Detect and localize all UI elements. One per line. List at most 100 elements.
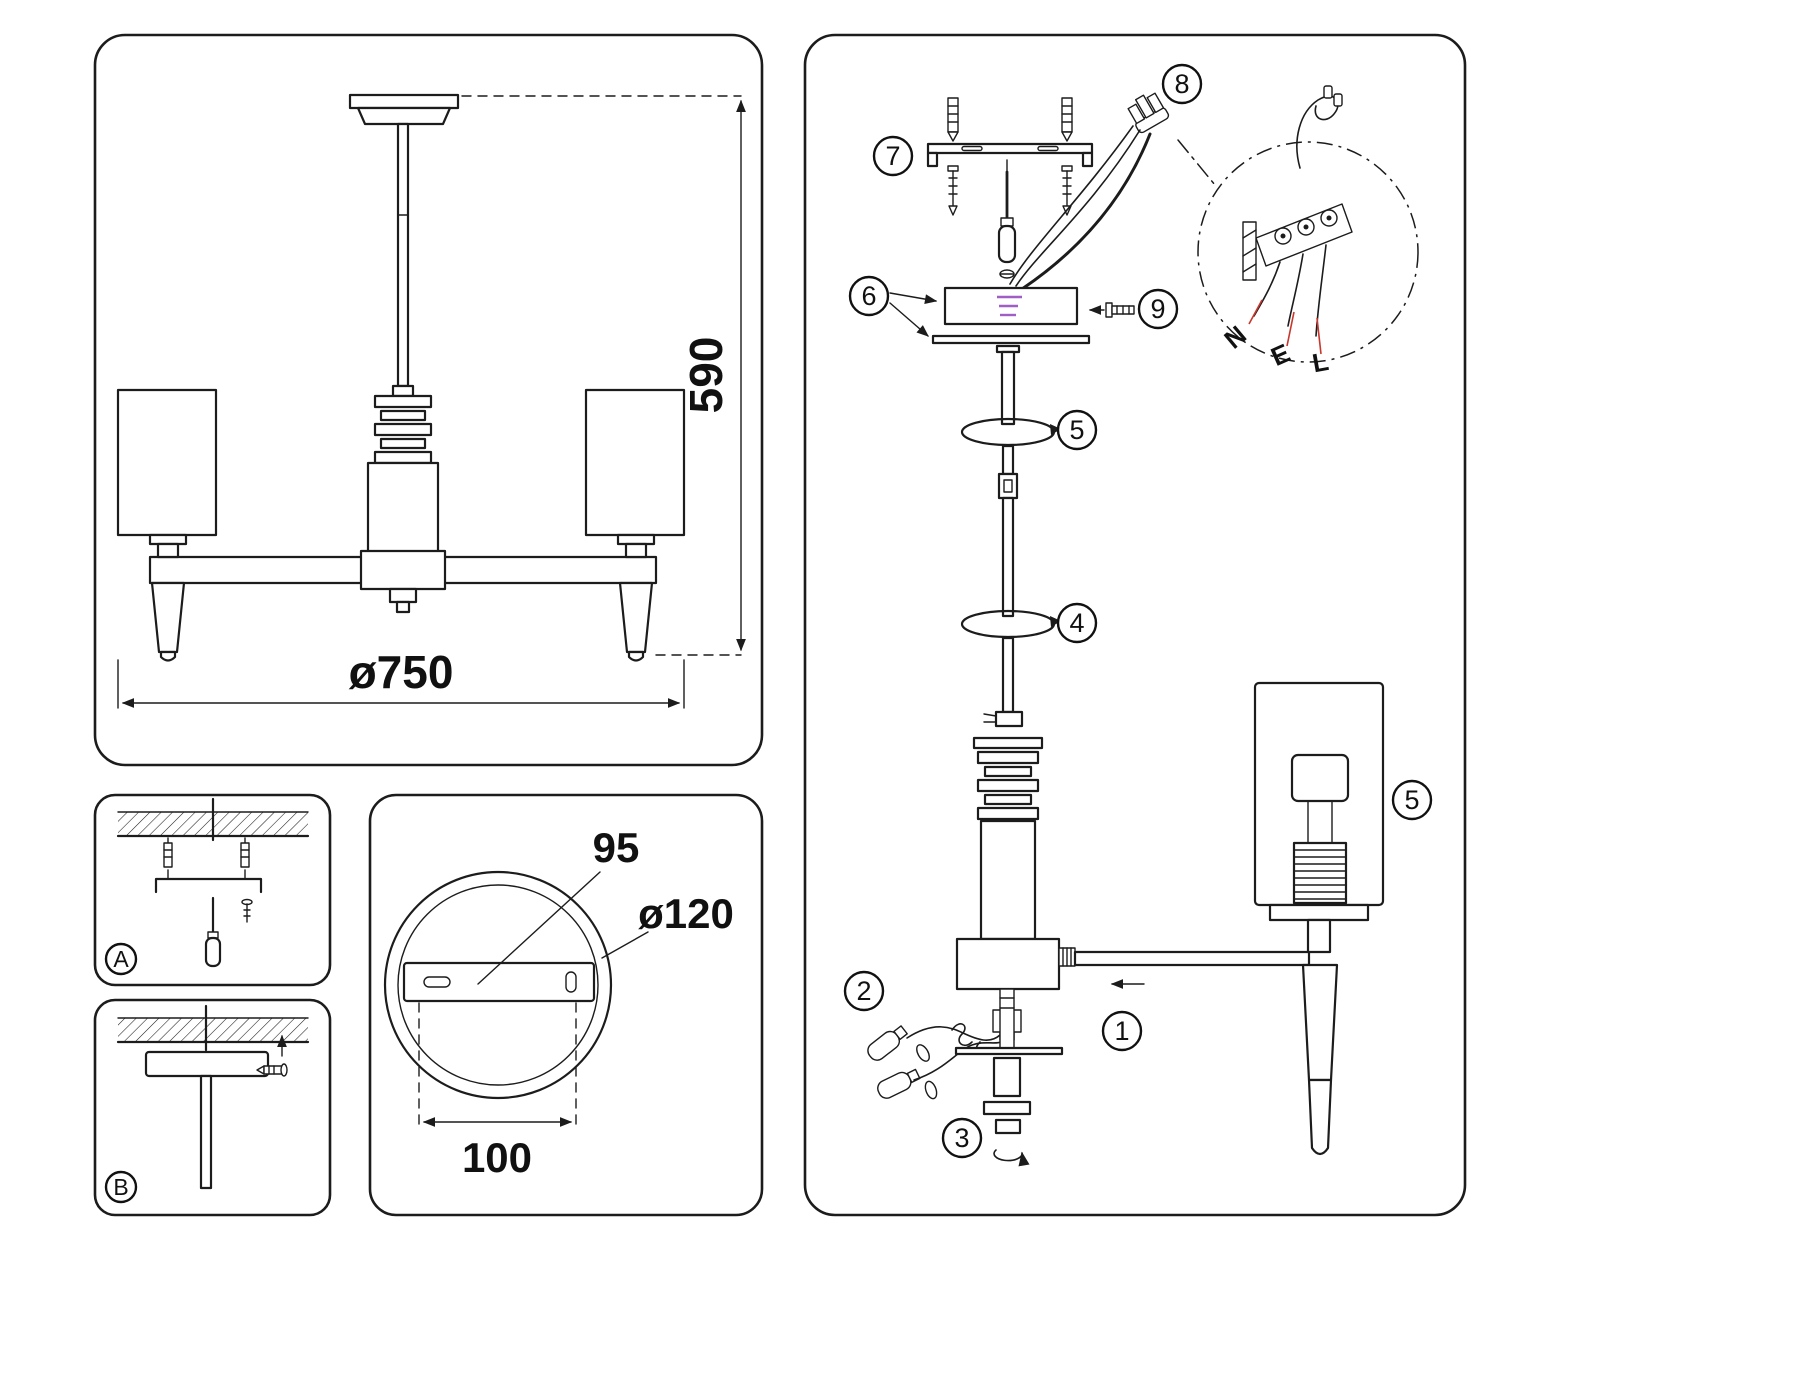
plate-inner-circle [397,884,599,1086]
lamp-shade-left [116,388,218,537]
arm-assembly [1073,950,1311,967]
badge-step3: 3 [941,1117,983,1159]
screwdriver-icon-assembly [997,159,1017,279]
nut [994,1118,1022,1135]
ceiling-hatch-b [118,1018,308,1042]
badge-step5-rod: 5 [1056,409,1098,451]
diameter-dim-label: ø120 [638,890,734,937]
badge-step5-label: 5 [1069,415,1084,445]
wire-connector [1127,92,1170,134]
stem-tip [1307,1078,1333,1156]
badge-a: A [104,942,138,976]
lamp-left [116,388,218,662]
leader-n [1248,299,1263,325]
badge-step5-shade-label: 5 [1404,785,1419,815]
small-screw [241,898,253,923]
badge-step7-label: 7 [885,141,900,171]
badge-step7: 7 [872,135,914,177]
slot-left [423,976,451,988]
rod-joint [994,710,1024,728]
terminal-l-label: L [1310,346,1331,378]
panel-a-border [93,793,332,987]
side-screw [256,1063,288,1077]
lock-plate [954,1046,1064,1056]
badge-b-label: B [113,1174,128,1200]
badge-step9: 9 [1137,288,1179,330]
badge-step2-label: 2 [856,976,871,1006]
lamp-shade-right [584,388,686,537]
badge-step5-shade: 5 [1391,779,1433,821]
stem-taper [1301,963,1339,1082]
socket-threads [1292,841,1348,905]
screwdriver-icon [204,896,222,968]
canopy-plate-assembly [931,334,1091,345]
mounting-bar [402,961,596,1003]
rotate-arrow [993,1149,1030,1167]
screw-left [947,165,959,216]
shade-collar [1268,903,1370,922]
badge-step3-label: 3 [954,1123,969,1153]
canopy-plate [144,1050,270,1078]
badge-step6-label: 6 [861,281,876,311]
badge-step4-label: 4 [1069,608,1084,638]
lamp-exploded: 5 [1253,681,1433,1156]
step7-bracket-group: 7 [872,97,1094,279]
badge-a-label: A [113,946,129,972]
wire-plug-1 [867,1025,908,1061]
wall-anchors [163,842,250,868]
badge-step6: 6 [848,275,890,317]
terminal-detail-circle: N E L [1197,85,1419,378]
badge-step4: 4 [1056,602,1098,644]
badge-step1: 1 [1101,1010,1143,1052]
central-assembly [955,736,1311,991]
wire-plug-2 [877,1068,921,1099]
panel-main-dimensions: 590 ø750 [93,33,764,767]
bar-dim-label: 95 [593,824,640,871]
panel-plate-dimensions: 95 ø120 100 [368,793,764,1217]
central-hub [359,549,447,591]
decorative-rings [373,394,433,465]
badge-step8-label: 8 [1174,69,1189,99]
hanging-rod [396,122,410,388]
rod-sections: 5 4 [960,344,1098,728]
panel-detail-b: B [93,998,332,1217]
detail-leader [1177,139,1216,186]
dimension-height: 590 [461,95,746,656]
mounting-bracket-bar [926,142,1094,155]
dimension-width: ø750 [117,646,685,709]
badge-step8: 8 [1161,63,1203,105]
panel-plate-border [368,793,764,1217]
central-body [366,461,440,557]
wall-anchor-left [947,97,959,133]
rod-b [199,1074,213,1190]
spacer-cylinder [992,1056,1022,1098]
holes-dim-label: 100 [462,1134,532,1181]
rod-connector [997,472,1019,500]
wall-anchor-right [1061,97,1073,133]
chandelier-front-view [116,93,686,662]
leader-l [1316,317,1322,355]
badge-step2: 2 [843,970,885,1012]
washer [982,1100,1032,1116]
badge-step1-label: 1 [1114,1016,1129,1046]
lamp-right [584,388,686,662]
panel-assembly: 7 8 [803,33,1467,1217]
leader-e [1286,311,1295,347]
knurled-screw [1058,947,1076,967]
central-hub-assembly [955,937,1061,991]
mounting-bracket [154,877,263,894]
step3-hardware-group: 3 [941,988,1064,1167]
ceiling-canopy [348,93,460,110]
leader-95 [477,871,601,985]
step8-wires-group: 8 [1009,63,1216,291]
slot-right [565,971,577,993]
step9-screw-group: 9 [1088,288,1179,330]
leader-d120 [601,931,649,959]
plate-outer-circle [383,870,613,1100]
width-dim-label: ø750 [349,646,454,698]
central-cylinder [979,819,1037,941]
step6-canopy-group: 6 [848,275,1091,345]
badge-b: B [104,1170,138,1204]
